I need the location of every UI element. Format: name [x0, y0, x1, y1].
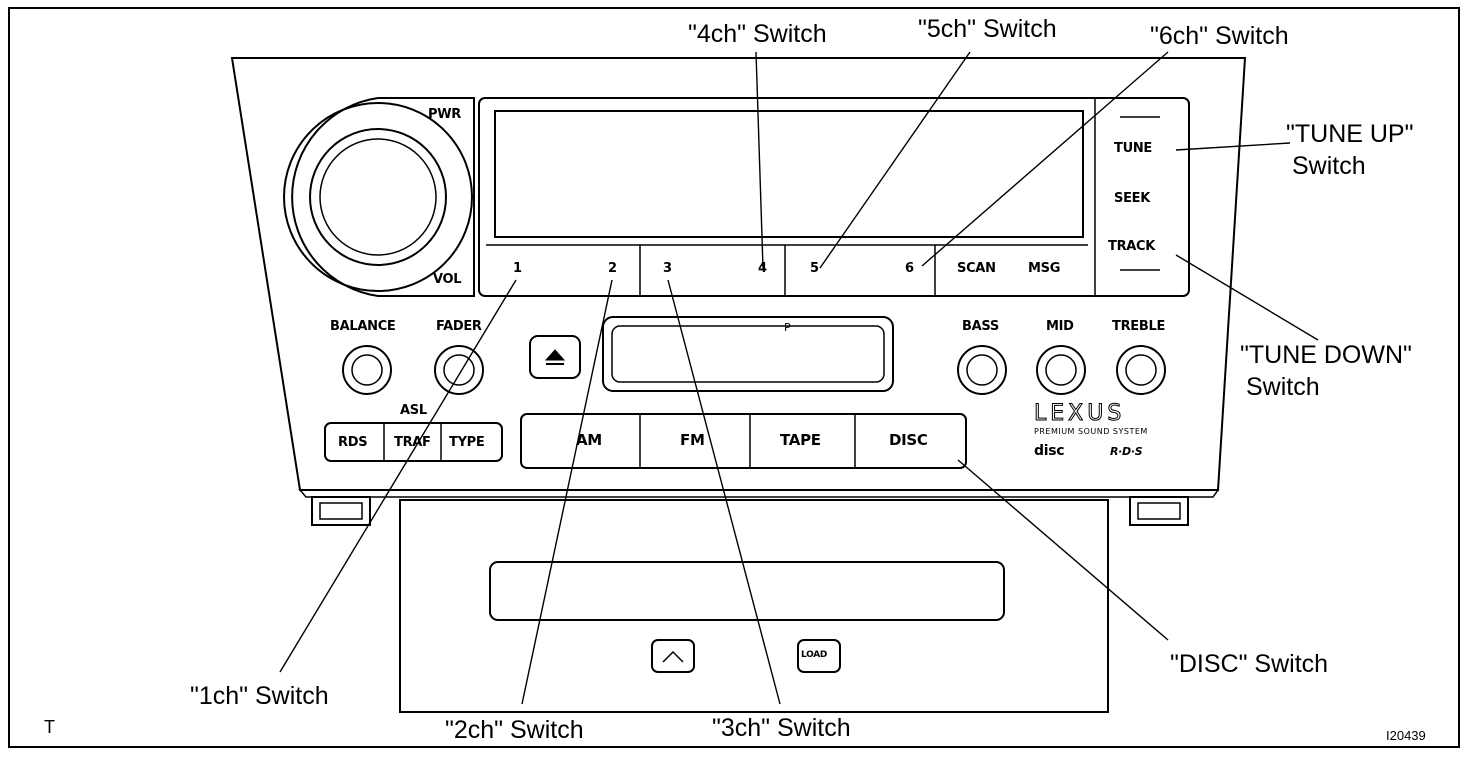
left-mount-bracket [311, 496, 371, 526]
changer-eject-button [651, 639, 695, 673]
callout-1ch-switch: "1ch" Switch [190, 682, 329, 710]
preset-1-button[interactable]: 1 [513, 261, 522, 276]
pwr-label: PWR [428, 107, 461, 122]
tune-button[interactable]: TUNE [1114, 141, 1152, 156]
disc-button[interactable]: DISC [889, 431, 928, 449]
rds-logo: R·D·S [1110, 445, 1143, 458]
leader-ch4 [755, 51, 764, 269]
disc-slot [489, 561, 1005, 621]
leader-tune-down [1175, 254, 1319, 341]
bass-knob [957, 345, 1007, 395]
asl-button-group [324, 422, 503, 462]
leader-tune-up [1175, 142, 1291, 151]
callout-4ch-switch: "4ch" Switch [688, 20, 827, 48]
callout-3ch-switch: "3ch" Switch [712, 714, 851, 742]
seek-button[interactable]: SEEK [1114, 191, 1150, 206]
leader-ch2 [521, 279, 613, 705]
mid-knob [1036, 345, 1086, 395]
asl-label: ASL [400, 403, 427, 418]
callout-6ch-switch: "6ch" Switch [1150, 22, 1289, 50]
preset-2-button[interactable]: 2 [608, 261, 617, 276]
load-button [797, 639, 841, 673]
scan-button[interactable]: SCAN [957, 261, 996, 276]
leader-ch5 [819, 51, 971, 269]
tape-slot [602, 316, 894, 392]
preset-3-button[interactable]: 3 [663, 261, 672, 276]
vol-label: VOL [433, 272, 462, 287]
bass-label: BASS [962, 319, 999, 334]
disc-logo: disc [1034, 443, 1065, 459]
volume-knob [283, 102, 473, 292]
corner-mark: T [44, 717, 55, 737]
fader-label: FADER [436, 319, 482, 334]
callout-tune-up-line2: Switch [1292, 152, 1366, 180]
figure-id: I20439 [1386, 728, 1426, 743]
callout-disc-switch: "DISC" Switch [1170, 650, 1329, 678]
leader-ch3 [667, 279, 781, 705]
type-button[interactable]: TYPE [449, 435, 485, 450]
balance-knob [342, 345, 392, 395]
tape-button[interactable]: TAPE [780, 431, 821, 449]
balance-label: BALANCE [330, 319, 396, 334]
mid-label: MID [1046, 319, 1074, 334]
treble-label: TREBLE [1112, 319, 1166, 334]
callout-tune-down-line2: Switch [1246, 373, 1320, 401]
leader-ch1 [279, 279, 517, 673]
track-button[interactable]: TRACK [1108, 239, 1156, 254]
msg-button[interactable]: MSG [1028, 261, 1061, 276]
callout-tune-down-line1: "TUNE DOWN" [1240, 341, 1412, 369]
brand-subtitle: PREMIUM SOUND SYSTEM [1034, 427, 1148, 436]
fm-button[interactable]: FM [680, 431, 705, 449]
traf-button[interactable]: TRAF [394, 435, 431, 450]
load-label: LOAD [801, 650, 828, 660]
preset-5-button[interactable]: 5 [810, 261, 819, 276]
tape-eject-button [529, 335, 581, 379]
display-window [478, 97, 1190, 297]
am-button[interactable]: AM [576, 431, 602, 449]
treble-knob [1116, 345, 1166, 395]
fader-knob [434, 345, 484, 395]
rds-button[interactable]: RDS [338, 435, 368, 450]
tape-mark: P [784, 321, 791, 334]
preset-4-button[interactable]: 4 [758, 261, 767, 276]
right-mount-bracket [1129, 496, 1189, 526]
source-button-group [520, 413, 967, 469]
callout-tune-up-line1: "TUNE UP" [1286, 120, 1414, 148]
lexus-logo: LEXUS [1033, 401, 1126, 426]
callout-2ch-switch: "2ch" Switch [445, 716, 584, 744]
callout-5ch-switch: "5ch" Switch [918, 15, 1057, 43]
leader-ch6 [921, 51, 1169, 267]
leader-disc [957, 459, 1169, 641]
preset-6-button[interactable]: 6 [905, 261, 914, 276]
